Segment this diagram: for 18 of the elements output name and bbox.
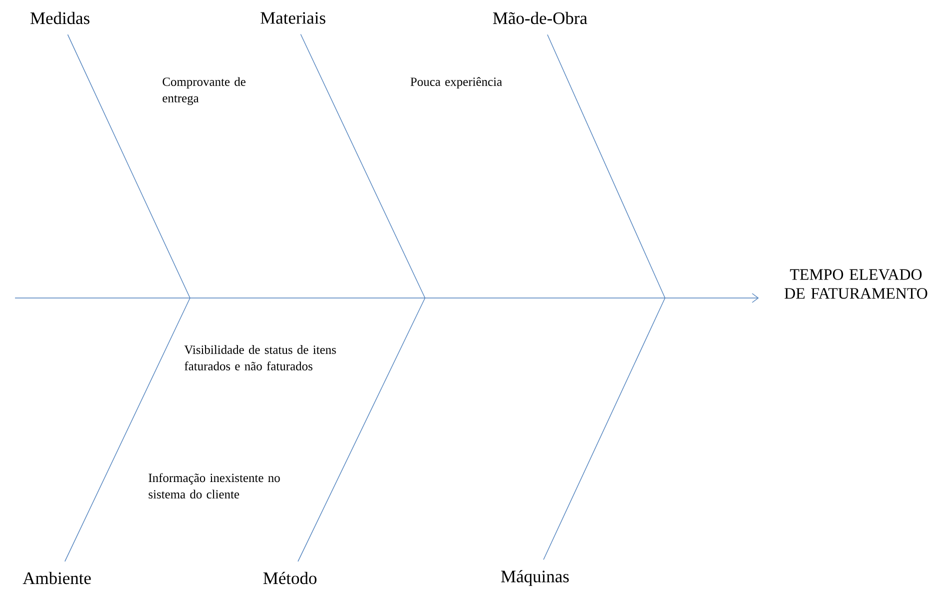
bone-line	[64, 298, 190, 562]
category-label: Medidas	[30, 12, 90, 24]
bone-line	[67, 34, 190, 298]
bone-line	[298, 298, 426, 562]
spine-arrow	[14, 293, 759, 303]
cause-label: Comprovante de entrega	[162, 77, 246, 105]
category-label: Ambiente	[22, 572, 91, 584]
category-label: Mão-de-Obra	[493, 12, 588, 24]
category-label: Máquinas	[501, 570, 569, 586]
bone-line	[543, 298, 666, 560]
category-label: Materiais	[260, 12, 326, 24]
category-label: Método	[263, 572, 316, 584]
bone-line	[300, 34, 426, 298]
cause-label: Visibilidade de status de itens faturados e não faturados	[184, 345, 336, 370]
cause-label: Informação inexistente no sistema do cliente	[148, 473, 280, 499]
effect-label: TEMPO ELEVADO DE FATURAMENTO	[784, 269, 928, 299]
cause-label: Pouca experiência	[410, 77, 502, 88]
bone-line	[547, 34, 666, 298]
